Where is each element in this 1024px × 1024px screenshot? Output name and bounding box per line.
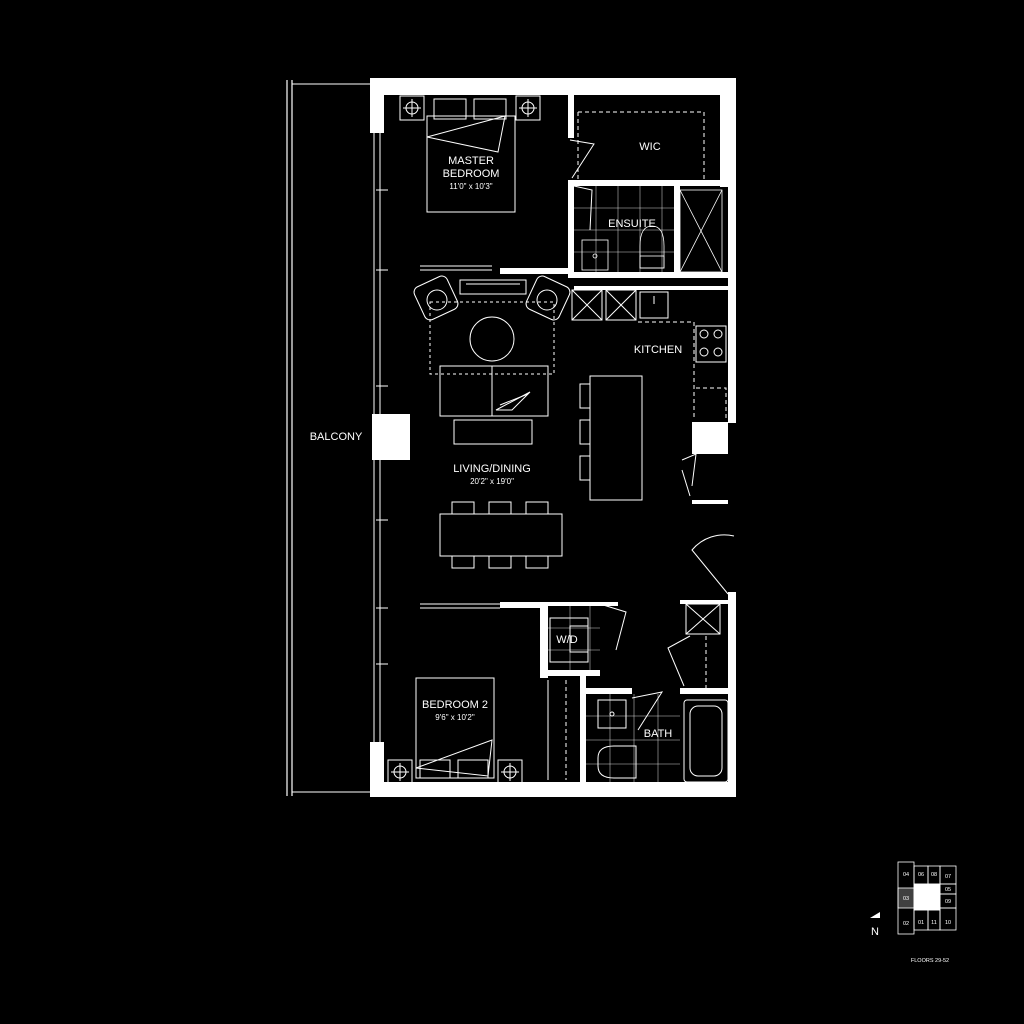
bedroom-2 [387, 603, 567, 785]
keyplan-unit: 02 [903, 921, 909, 927]
bath-sink [597, 699, 627, 729]
dishwasher [605, 289, 637, 321]
exterior-walls [370, 78, 736, 797]
toilet [639, 225, 665, 269]
bedroom-2-label: BEDROOM 2 [422, 699, 488, 711]
toilet [597, 745, 637, 779]
pillow [473, 98, 507, 120]
coffee-table [469, 316, 515, 362]
keyplan-unit: 03 [903, 896, 909, 902]
floors-label: FLOORS 29-52 [911, 958, 949, 964]
ensuite [573, 185, 723, 273]
tv-console [459, 279, 527, 295]
balcony-label: BALCONY [310, 431, 363, 443]
walk-in-closet [577, 111, 705, 180]
lamp-icon [497, 759, 523, 785]
keyplan-unit: 04 [903, 872, 909, 878]
bathtub [683, 699, 729, 783]
armchair [413, 275, 459, 321]
keyplan-unit: 11 [931, 920, 937, 926]
keyplan-unit: 05 [945, 887, 951, 893]
dining-table [439, 501, 563, 569]
balcony [286, 80, 372, 796]
closet [547, 680, 567, 780]
rug [429, 301, 555, 375]
keyplan-unit: 01 [918, 920, 924, 926]
pillow [433, 98, 467, 120]
fridge [571, 289, 603, 321]
pillow [419, 759, 451, 779]
north-arrow-icon: N [870, 912, 880, 938]
key-plan [897, 861, 957, 935]
lamp-icon [399, 95, 425, 121]
pillow [457, 759, 489, 779]
cooktop [695, 325, 727, 363]
master-bedroom [399, 95, 595, 271]
keyplan-unit: 10 [945, 920, 951, 926]
keyplan-unit: 09 [945, 899, 951, 905]
bed [415, 677, 495, 779]
keyplan-unit: 06 [918, 872, 924, 878]
shower [679, 189, 723, 273]
keyplan-unit: 08 [931, 872, 937, 878]
bed [426, 115, 516, 213]
window-wall [373, 133, 388, 742]
interior-walls [500, 92, 728, 786]
lamp-icon [515, 95, 541, 121]
wic-label: WIC [639, 141, 660, 153]
living-dining [413, 275, 735, 595]
sink [581, 239, 609, 271]
keyplan-unit: 07 [945, 874, 951, 880]
living-dining-label: LIVING/DINING [453, 463, 531, 475]
door-swing [569, 139, 595, 179]
armchair [525, 275, 571, 321]
svg-text:N: N [871, 926, 879, 938]
lamp-icon [387, 759, 413, 785]
kitchen-island [579, 375, 643, 501]
master-bedroom-label: MASTER [448, 155, 494, 167]
ottoman [453, 419, 533, 445]
ensuite-label: ENSUITE [608, 218, 656, 230]
linen-closet [685, 603, 721, 635]
kitchen-sink [639, 291, 669, 319]
laundry [548, 603, 627, 670]
master-bedroom-label-2: BEDROOM [443, 168, 500, 180]
living-dining-dimensions: 20'2" x 19'0" [470, 477, 514, 486]
sofa [439, 365, 549, 417]
bedroom-2-dimensions: 9'6" x 10'2" [435, 713, 475, 722]
kitchen [571, 289, 727, 497]
bath-label: BATH [644, 728, 673, 740]
wd-label: W/D [556, 634, 577, 646]
entry-door [691, 534, 735, 595]
master-bedroom-dimensions: 11'0" x 10'3" [449, 182, 492, 191]
kitchen-label: KITCHEN [634, 344, 682, 356]
bathroom [586, 603, 729, 783]
